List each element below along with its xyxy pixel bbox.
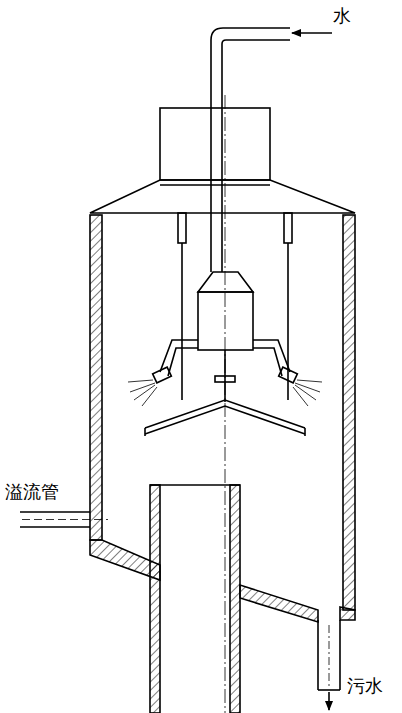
housing bbox=[90, 215, 355, 622]
center-line bbox=[225, 95, 226, 713]
hanger-rods bbox=[178, 213, 292, 400]
inner-pipe bbox=[150, 485, 240, 713]
part-label: 水 bbox=[332, 6, 352, 26]
part-label: 污水 bbox=[346, 676, 384, 696]
spray-head bbox=[153, 272, 298, 402]
water-spray bbox=[128, 380, 322, 406]
overflow-pipe bbox=[20, 512, 108, 527]
part-label: 溢流管 bbox=[4, 482, 60, 502]
water-pipe bbox=[211, 28, 332, 272]
deflector-cone bbox=[145, 400, 305, 436]
drain-pipe bbox=[318, 620, 340, 710]
hood bbox=[90, 108, 355, 213]
